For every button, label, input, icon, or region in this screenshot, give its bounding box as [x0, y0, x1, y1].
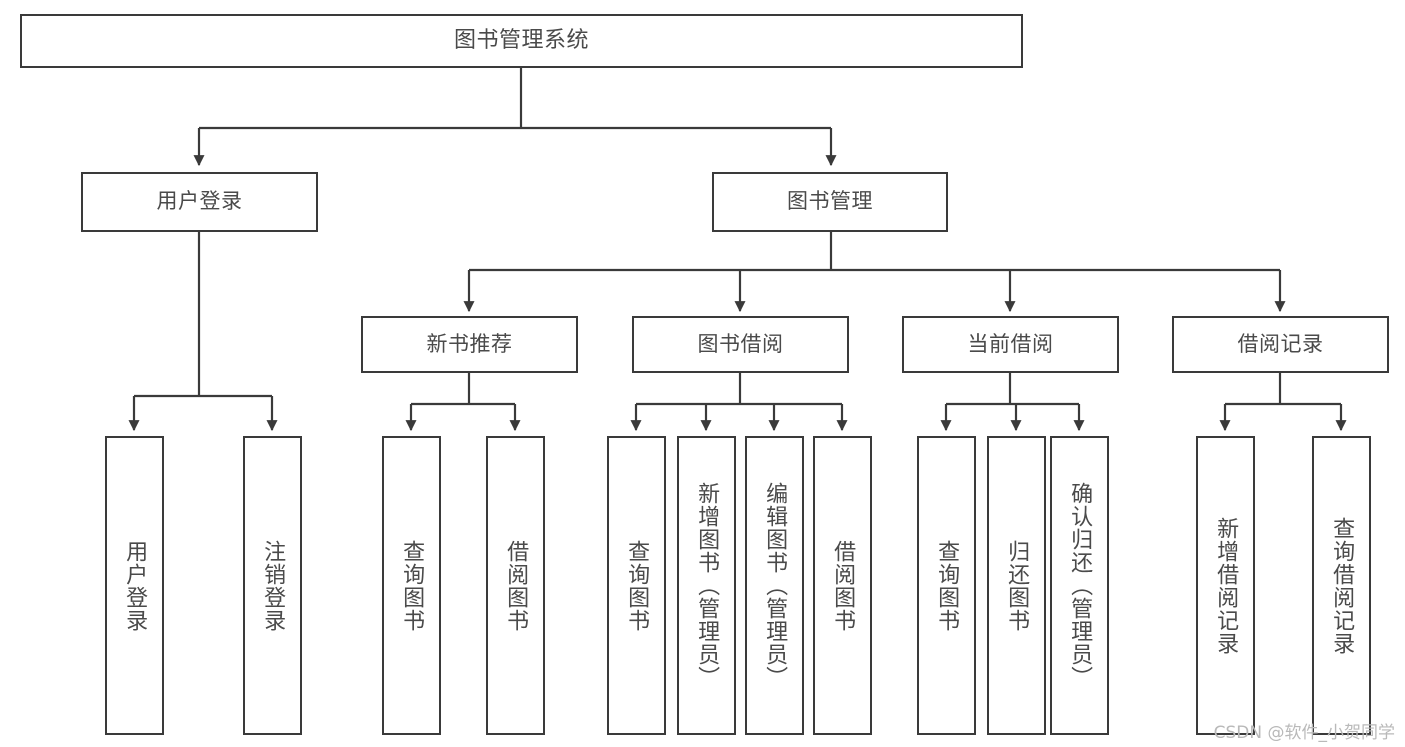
node-label: 新增图书（管理员） — [694, 482, 720, 689]
watermark-text: CSDN @软件_小贺同学 — [1213, 723, 1395, 743]
node-new-book-rec[interactable]: 新书推荐 — [361, 316, 578, 373]
node-leaf-user-login[interactable]: 用户登录 — [105, 436, 164, 735]
node-label: 注销登录 — [260, 539, 286, 632]
node-label: 图书管理 — [787, 189, 873, 214]
node-user-login[interactable]: 用户登录 — [81, 172, 318, 232]
node-label: 查询图书 — [934, 539, 960, 632]
node-label: 图书借阅 — [697, 331, 784, 356]
node-current-borrow[interactable]: 当前借阅 — [902, 316, 1119, 373]
node-label: 借阅图书 — [503, 539, 529, 632]
node-label: 用户登录 — [122, 539, 148, 632]
node-leaf-logout-login[interactable]: 注销登录 — [243, 436, 302, 735]
node-label: 归还图书 — [1004, 539, 1030, 632]
node-leaf-return-book[interactable]: 归还图书 — [987, 436, 1046, 735]
node-leaf-borrow-book-2[interactable]: 借阅图书 — [813, 436, 872, 735]
node-leaf-confirm-return[interactable]: 确认归还（管理员） — [1050, 436, 1109, 735]
node-label: 查询借阅记录 — [1329, 516, 1355, 655]
node-label: 借阅图书 — [830, 539, 856, 632]
node-label: 图书管理系统 — [453, 27, 589, 53]
node-leaf-borrow-book-1[interactable]: 借阅图书 — [486, 436, 545, 735]
node-root-system[interactable]: 图书管理系统 — [20, 14, 1023, 68]
node-book-borrow[interactable]: 图书借阅 — [632, 316, 849, 373]
node-label: 查询图书 — [399, 539, 425, 632]
node-book-manage[interactable]: 图书管理 — [712, 172, 948, 232]
node-leaf-query-book-1[interactable]: 查询图书 — [382, 436, 441, 735]
node-label: 借阅记录 — [1237, 331, 1324, 356]
node-leaf-query-book-3[interactable]: 查询图书 — [917, 436, 976, 735]
node-leaf-query-book-2[interactable]: 查询图书 — [607, 436, 666, 735]
node-label: 新书推荐 — [426, 331, 513, 356]
node-label: 新增借阅记录 — [1213, 516, 1239, 655]
node-leaf-edit-book[interactable]: 编辑图书（管理员） — [745, 436, 804, 735]
node-leaf-add-record[interactable]: 新增借阅记录 — [1196, 436, 1255, 735]
node-label: 编辑图书（管理员） — [762, 482, 788, 689]
node-borrow-record[interactable]: 借阅记录 — [1172, 316, 1389, 373]
node-label: 当前借阅 — [967, 331, 1054, 356]
node-label: 查询图书 — [624, 539, 650, 632]
node-leaf-add-book[interactable]: 新增图书（管理员） — [677, 436, 736, 735]
node-leaf-query-record[interactable]: 查询借阅记录 — [1312, 436, 1371, 735]
node-label: 确认归还（管理员） — [1067, 482, 1093, 689]
node-label: 用户登录 — [156, 189, 243, 214]
